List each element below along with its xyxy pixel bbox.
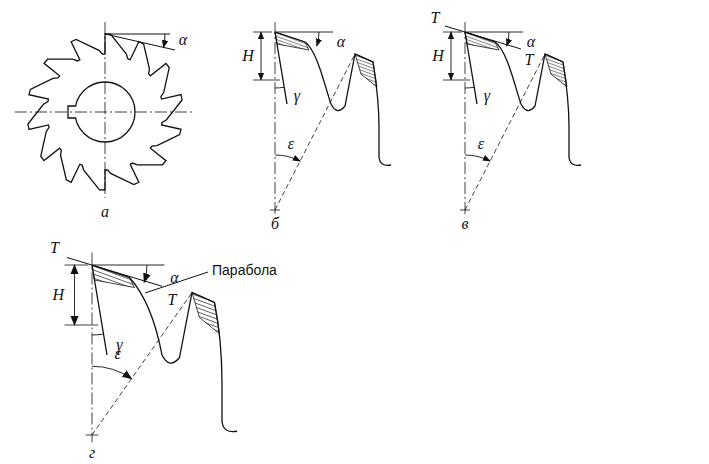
angle-arc	[92, 334, 104, 336]
pitch-line	[465, 54, 545, 210]
angle-arc	[163, 34, 165, 47]
panel-letter: б	[271, 216, 279, 232]
line-label: T	[431, 10, 440, 26]
dimension-line	[451, 32, 452, 80]
center-line	[465, 22, 466, 216]
angle-label: α	[527, 34, 535, 50]
angle-line	[105, 34, 175, 50]
angle-arc	[275, 155, 300, 161]
center-line	[92, 253, 93, 443]
tooth-back	[465, 32, 581, 165]
dimension-label: H	[242, 48, 254, 64]
extension-line	[253, 32, 280, 80]
angle-label: α	[337, 34, 345, 50]
center-line	[15, 22, 195, 198]
angle-arc	[465, 87, 474, 89]
cutter-view	[15, 22, 195, 198]
tooth-back	[92, 265, 237, 432]
angle-arc	[465, 155, 490, 161]
angle-arc	[507, 32, 509, 46]
panel-letter: г	[89, 445, 95, 461]
rake-face	[275, 32, 287, 104]
center-line	[275, 22, 276, 216]
line-label: T	[168, 292, 177, 308]
angle-line	[275, 32, 333, 33]
panel-letter: а	[101, 204, 109, 220]
extension-line	[443, 32, 470, 80]
angle-label: α	[170, 270, 178, 286]
tooth-detail	[253, 22, 391, 216]
dimension-line	[74, 265, 75, 325]
panel-letter: в	[462, 216, 469, 232]
extension-line	[65, 265, 99, 325]
angle-line	[465, 32, 523, 33]
angle-label: ε	[114, 346, 120, 362]
dimension-label: H	[52, 287, 64, 303]
angle-label: γ	[294, 88, 300, 104]
tooth-detail	[65, 253, 238, 443]
tangent-line	[67, 258, 162, 287]
line-label: T	[525, 52, 534, 68]
rake-face	[465, 32, 477, 104]
angle-label: ε	[288, 136, 294, 152]
dimension-label: H	[432, 48, 444, 64]
curve-note: Парабола	[212, 263, 277, 277]
line-label: T	[50, 240, 59, 256]
tooth-detail	[443, 22, 581, 216]
tangent-line	[445, 26, 521, 49]
angle-arc	[92, 366, 131, 378]
rake-face	[92, 265, 107, 355]
angle-line	[92, 265, 165, 266]
pitch-line	[275, 54, 355, 210]
angle-label: α	[179, 32, 187, 48]
dimension-line	[261, 32, 262, 80]
angle-arc	[317, 32, 319, 46]
angle-label: ε	[478, 136, 484, 152]
angle-arc	[144, 265, 147, 282]
tooth-back	[275, 32, 391, 165]
angle-arc	[275, 87, 284, 89]
angle-label: γ	[484, 88, 490, 104]
pitch-line	[92, 293, 192, 436]
